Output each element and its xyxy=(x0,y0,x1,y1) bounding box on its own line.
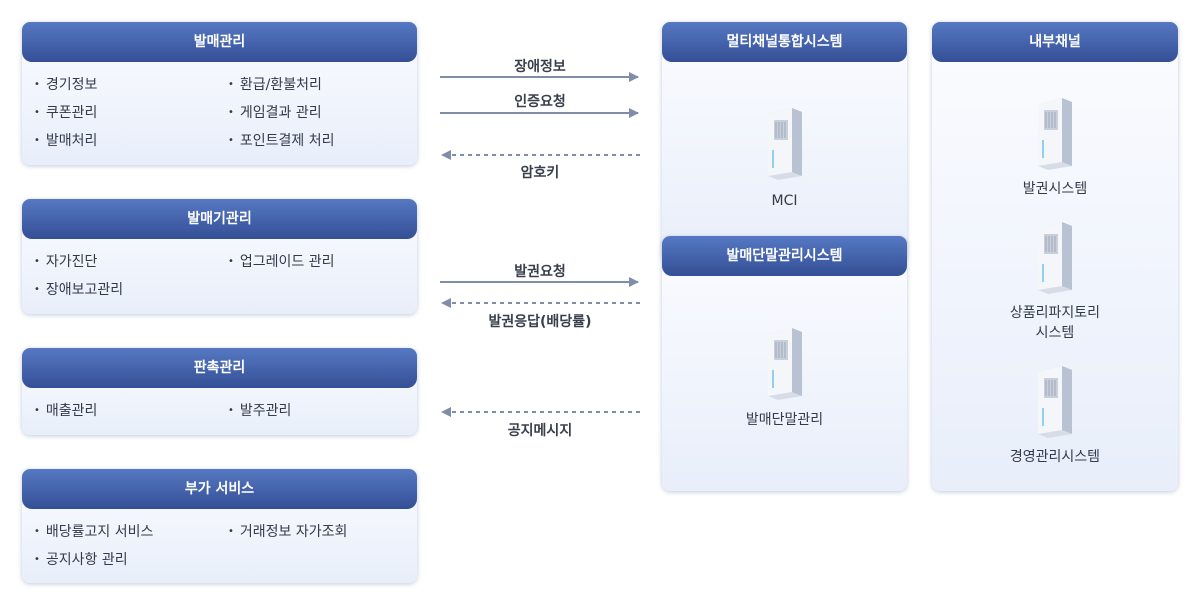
bullet-dot-icon: • xyxy=(34,107,40,118)
list-item: •자가진단 xyxy=(34,254,98,270)
list-item: •경기정보 xyxy=(34,77,98,93)
system-multichannel: 멀티채널통합시스템 MCI xyxy=(662,22,907,262)
list-item: •환급/환불처리 xyxy=(228,77,322,93)
bullet-dot-icon: • xyxy=(34,79,40,90)
server-label-business-management: 경영관리시스템 xyxy=(1009,449,1101,465)
list-item: •게임결과 관리 xyxy=(228,105,322,121)
list-item: •포인트결제 처리 xyxy=(228,133,335,149)
server-label-issue-system: 발권시스템 xyxy=(1022,181,1088,197)
panel-title: 발매기관리 xyxy=(22,199,417,239)
bullet-dot-icon: • xyxy=(34,554,40,565)
flow-label-issue-response: 발권응답(배당률) xyxy=(488,314,592,330)
flow-label-notice-message: 공지메시지 xyxy=(507,423,573,439)
list-item: •발주관리 xyxy=(228,403,292,419)
system-title: 멀티채널통합시스템 xyxy=(662,22,907,62)
bullet-dot-icon: • xyxy=(228,135,234,146)
server-tower-icon xyxy=(766,326,804,406)
bullet-dot-icon: • xyxy=(228,256,234,267)
bullet-dot-icon: • xyxy=(228,79,234,90)
bullet-dot-icon: • xyxy=(228,405,234,416)
list-item: •공지사항 관리 xyxy=(34,552,128,568)
bullet-dot-icon: • xyxy=(228,526,234,537)
flow-label-fault-info: 장애정보 xyxy=(514,59,566,75)
system-terminal-management: 발매단말관리시스템 발매단말관리 xyxy=(662,236,907,491)
panel-title: 발매관리 xyxy=(22,22,417,62)
bullet-dot-icon: • xyxy=(34,405,40,416)
list-item: •쿠폰관리 xyxy=(34,105,98,121)
bullet-dot-icon: • xyxy=(34,526,40,537)
bullet-dot-icon: • xyxy=(34,256,40,267)
flow-label-auth-request: 인증요청 xyxy=(514,94,566,110)
system-internal-channel: 내부채널 발권시스템 상품리파지토리 시스템 xyxy=(932,22,1178,491)
flow-label-crypto-key: 암호키 xyxy=(520,165,560,181)
system-title: 발매단말관리시스템 xyxy=(662,236,907,276)
server-tower-icon xyxy=(766,106,804,186)
list-item: •매출관리 xyxy=(34,403,98,419)
bullet-dot-icon: • xyxy=(34,135,40,146)
server-tower-icon xyxy=(1036,220,1074,300)
panel-title: 부가 서비스 xyxy=(22,469,417,509)
panel-issue-management: 발매관리 •경기정보 •환급/환불처리 •쿠폰관리 •게임결과 관리 •발매처리… xyxy=(22,22,417,165)
bullet-dot-icon: • xyxy=(34,284,40,295)
flow-label-issue-request: 발권요청 xyxy=(514,264,566,280)
panel-additional-services: 부가 서비스 •배당률고지 서비스 •거래정보 자가조회 •공지사항 관리 xyxy=(22,469,417,583)
panel-promotion-management: 판촉관리 •매출관리 •발주관리 xyxy=(22,348,417,435)
panel-terminal-management: 발매기관리 •자가진단 •업그레이드 관리 •장애보고관리 xyxy=(22,199,417,314)
server-label-mci: MCI xyxy=(771,193,798,209)
system-title: 내부채널 xyxy=(932,22,1178,62)
list-item: •거래정보 자가조회 xyxy=(228,524,348,540)
server-tower-icon xyxy=(1036,364,1074,444)
server-label-terminal: 발매단말관리 xyxy=(745,412,824,428)
panel-title: 판촉관리 xyxy=(22,348,417,388)
list-item: •업그레이드 관리 xyxy=(228,254,335,270)
list-item: •장애보고관리 xyxy=(34,282,124,298)
server-label-product-repository: 상품리파지토리 시스템 xyxy=(1009,305,1101,341)
list-item: •발매처리 xyxy=(34,133,98,149)
bullet-dot-icon: • xyxy=(228,107,234,118)
list-item: •배당률고지 서비스 xyxy=(34,524,154,540)
server-tower-icon xyxy=(1036,96,1074,176)
